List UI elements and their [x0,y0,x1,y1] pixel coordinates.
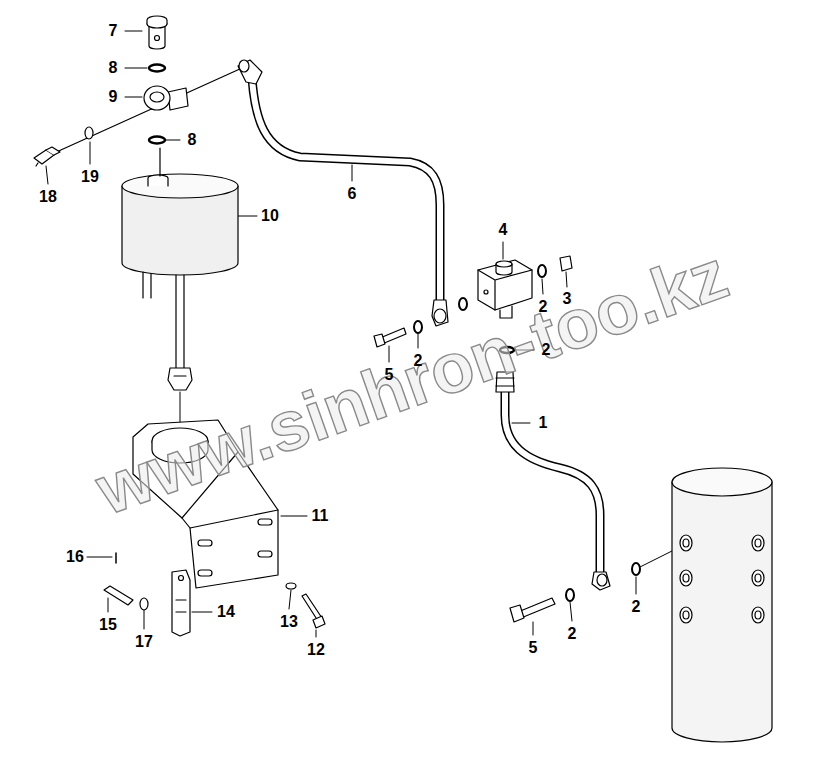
callout-number: 12 [305,641,327,659]
callout-number: 6 [346,185,359,203]
callout-number: 7 [107,22,120,40]
air-canister [122,148,238,390]
callout-number: 2 [537,298,550,316]
callout-number: 2 [412,352,425,370]
callout-number: 8 [107,59,120,77]
callout-number: 14 [215,603,237,621]
callout-number: 2 [630,598,643,616]
callout-number: 17 [133,633,155,651]
pressure-sensor [34,147,60,166]
callout-number: 2 [540,341,553,359]
callout-number: 16 [64,548,86,566]
callout-number: 3 [561,290,574,308]
banjo-bolt [147,16,167,49]
hose [238,60,448,326]
callout-number: 8 [186,131,199,149]
callout-number: 9 [107,88,120,106]
callout-number: 2 [566,625,579,643]
callout-number: 4 [497,221,510,239]
callout-number: 5 [527,639,540,657]
hose [496,372,610,590]
callout-number: 1 [537,414,550,432]
callout-number: 13 [278,613,300,631]
callout-number: 18 [37,188,59,206]
callout-number: 5 [383,366,396,384]
callout-number: 10 [259,207,281,225]
washer [85,127,93,139]
callout-number: 11 [310,507,331,525]
clevis [172,570,190,636]
callout-number: 15 [97,616,119,634]
callout-number: 19 [79,168,101,186]
banjo-fitting [144,86,188,110]
air-tank [672,468,772,742]
